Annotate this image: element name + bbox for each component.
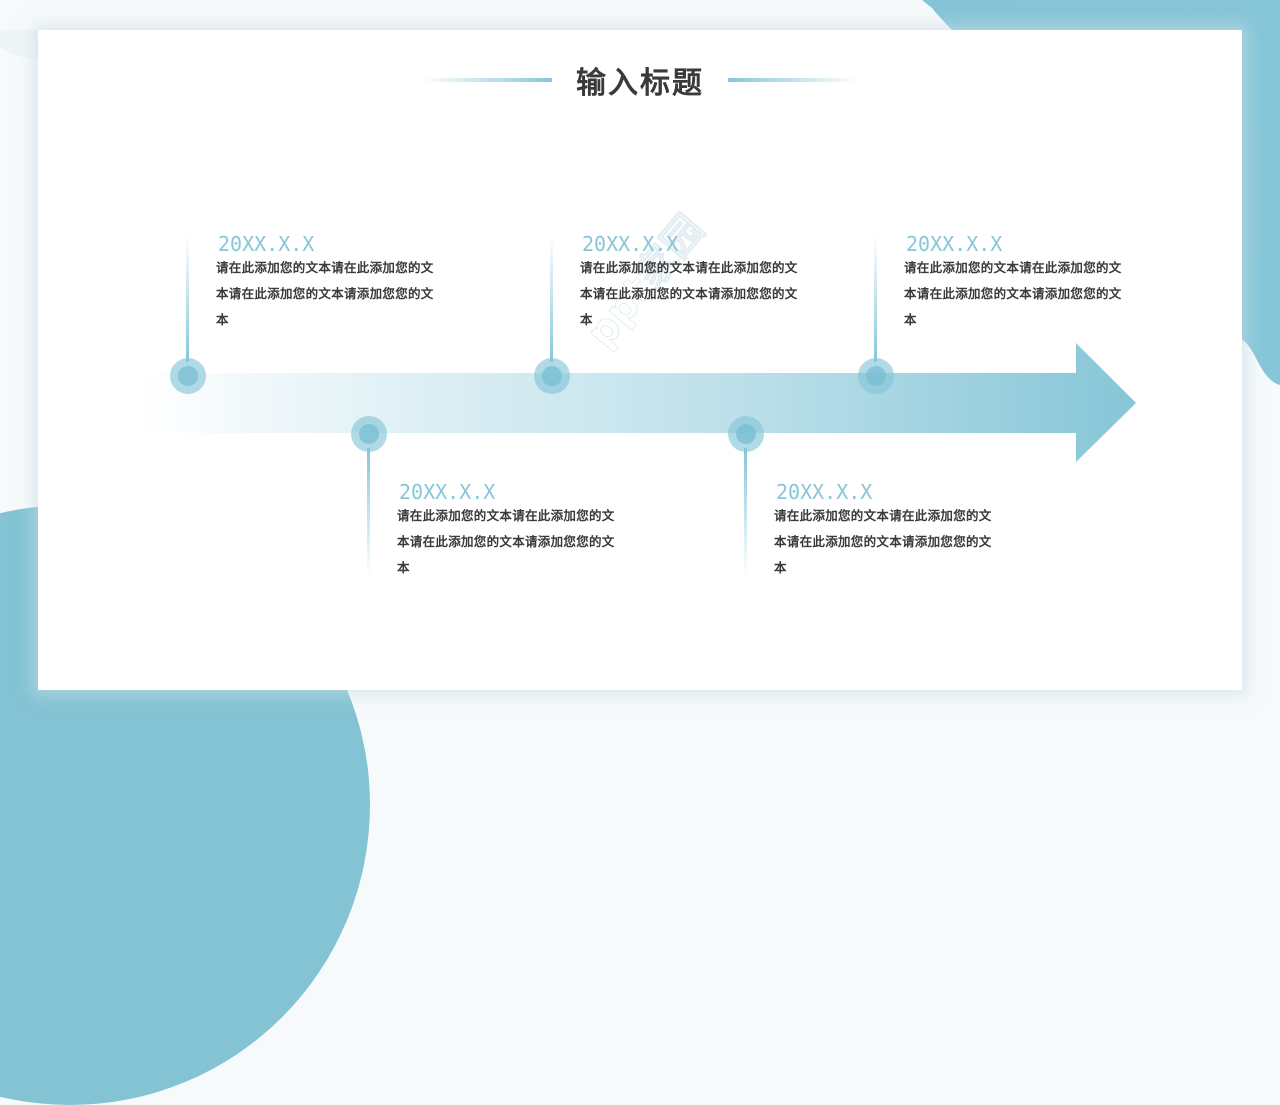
milestone-2: 20XX.X.X 请在此添加您的文本请在此添加您的文本请在此添加您的文本请添加您… [397,481,627,581]
milestone-1: 20XX.X.X 请在此添加您的文本请在此添加您的文本请在此添加您的文本请添加您… [216,233,446,333]
milestone-2-node[interactable] [351,416,387,452]
milestone-3-node[interactable] [534,358,570,394]
milestone-3-stem [550,234,553,362]
milestone-1-stem [186,234,189,362]
milestone-1-date[interactable]: 20XX.X.X [218,232,315,256]
top-left-soft-blob [0,30,38,60]
milestone-2-date[interactable]: 20XX.X.X [399,480,496,504]
milestone-4: 20XX.X.X 请在此添加您的文本请在此添加您的文本请在此添加您的文本请添加您… [774,481,1004,581]
slide-card [38,30,1242,690]
milestone-5-node[interactable] [858,358,894,394]
milestone-5-date[interactable]: 20XX.X.X [906,232,1003,256]
title-line-left [422,78,552,82]
milestone-1-node[interactable] [170,358,206,394]
milestone-5: 20XX.X.X 请在此添加您的文本请在此添加您的文本请在此添加您的文本请添加您… [904,233,1134,333]
background-blobs [0,0,1280,385]
milestone-4-text[interactable]: 请在此添加您的文本请在此添加您的文本请在此添加您的文本请添加您您的文本 [774,508,992,575]
title-line-right [728,78,858,82]
milestone-2-stem [367,448,370,576]
milestone-4-date[interactable]: 20XX.X.X [776,480,873,504]
title-bar: 输入标题 [0,58,1280,102]
milestone-2-text[interactable]: 请在此添加您的文本请在此添加您的文本请在此添加您的文本请添加您您的文本 [397,508,615,575]
slide-title[interactable]: 输入标题 [576,66,704,101]
milestone-5-stem [874,234,877,362]
milestone-3-date[interactable]: 20XX.X.X [582,232,679,256]
timeline-arrow [140,343,1136,462]
milestone-1-text[interactable]: 请在此添加您的文本请在此添加您的文本请在此添加您的文本请添加您您的文本 [216,260,434,327]
milestone-4-stem [744,448,747,576]
milestone-5-text[interactable]: 请在此添加您的文本请在此添加您的文本请在此添加您的文本请添加您您的文本 [904,260,1122,327]
milestone-3-text[interactable]: 请在此添加您的文本请在此添加您的文本请在此添加您的文本请添加您您的文本 [580,260,798,327]
milestone-3: 20XX.X.X 请在此添加您的文本请在此添加您的文本请在此添加您的文本请添加您… [580,233,810,333]
top-right-blob [922,0,1280,385]
milestone-4-node[interactable] [728,416,764,452]
